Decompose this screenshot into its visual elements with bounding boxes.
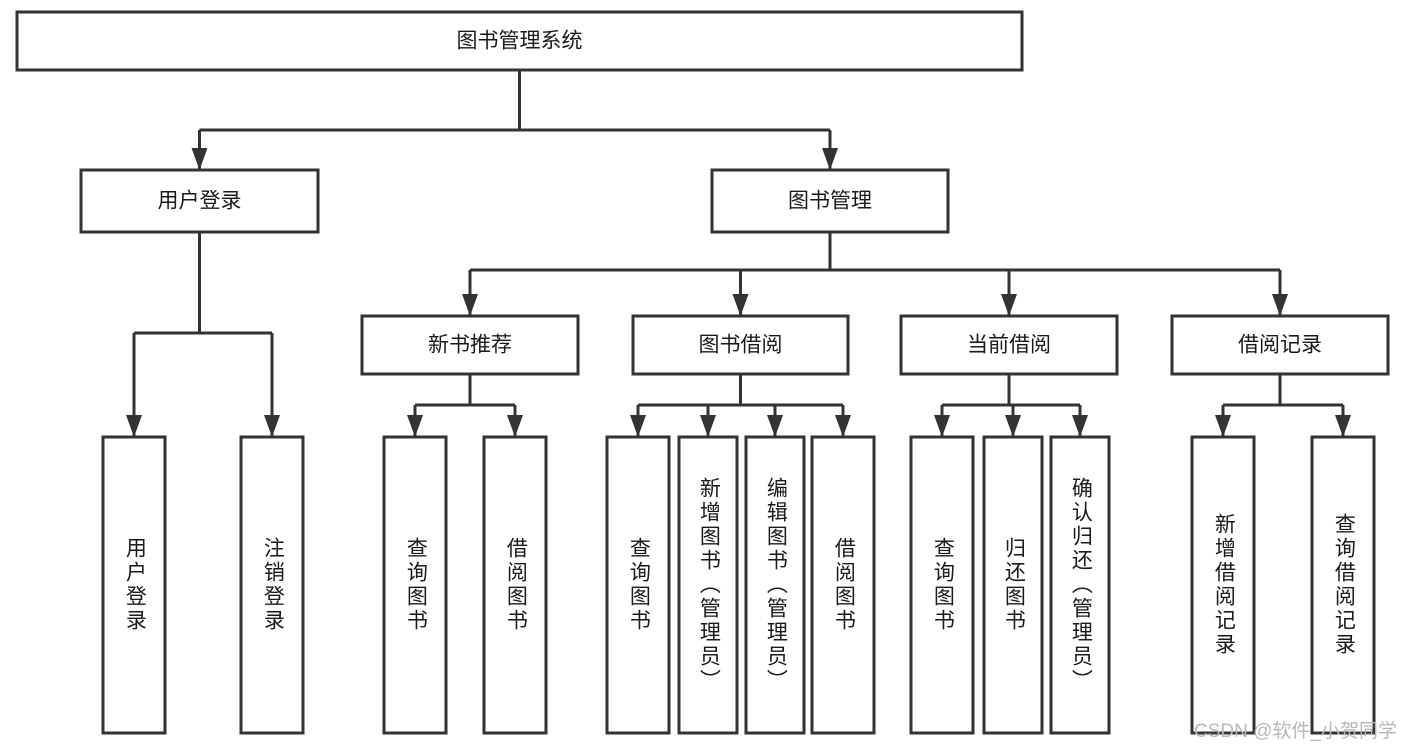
arrow-leaf-return-book [1005, 415, 1021, 437]
node-leaf-logout-login[interactable] [239, 435, 305, 735]
node-label-user-login: 用户登录 [158, 190, 242, 213]
arrow-new-book-recommend [462, 294, 478, 316]
node-current-borrow[interactable] [899, 314, 1119, 376]
arrow-user-login [191, 148, 208, 170]
node-root[interactable] [15, 10, 1024, 72]
node-leaf-borrow-book[interactable] [810, 435, 876, 735]
node-user-login[interactable] [79, 168, 320, 234]
arrow-leaf-add-book-admin [700, 415, 716, 437]
arrow-book-borrow [732, 294, 749, 316]
arrow-leaf-borrow-book [835, 415, 851, 437]
node-label-leaf-query-borrow-record: 查询借阅记录 [1332, 513, 1356, 657]
node-label-borrow-record: 借阅记录 [1238, 334, 1322, 357]
node-new-book-recommend[interactable] [360, 314, 580, 376]
node-label-leaf-query-book-borrow: 查询图书 [627, 537, 651, 633]
node-book-borrow[interactable] [631, 314, 850, 376]
node-label-leaf-add-borrow-record: 新增借阅记录 [1212, 513, 1236, 657]
arrow-leaf-query-book-cur [934, 415, 950, 437]
node-label-leaf-borrow-book-rec: 借阅图书 [504, 537, 528, 633]
arrow-leaf-edit-book-admin [767, 415, 783, 437]
node-leaf-query-book-rec[interactable] [382, 435, 448, 735]
arrow-leaf-borrow-book-rec [507, 415, 523, 437]
node-label-leaf-add-book-admin: 新增图书（管理员） [697, 477, 721, 693]
node-label-leaf-confirm-return-admin: 确认归还（管理员） [1069, 477, 1093, 693]
node-label-book-borrow: 图书借阅 [699, 334, 783, 357]
arrow-leaf-user-login [126, 415, 142, 437]
node-leaf-return-book[interactable] [982, 435, 1044, 735]
node-box-group [15, 10, 1390, 735]
node-leaf-confirm-return-admin[interactable] [1049, 435, 1111, 735]
node-leaf-edit-book-admin[interactable] [744, 435, 806, 735]
node-label-leaf-borrow-book: 借阅图书 [832, 537, 856, 633]
node-leaf-query-borrow-record[interactable] [1310, 435, 1376, 735]
csdn-watermark: CSDN @软件_小贺同学 [1194, 721, 1397, 742]
arrow-leaf-logout-login [264, 415, 280, 437]
node-label-leaf-user-login: 用户登录 [123, 537, 147, 633]
arrow-leaf-query-borrow-record [1335, 415, 1351, 437]
arrow-leaf-query-book-borrow [630, 415, 646, 437]
node-label-book-manage: 图书管理 [788, 190, 872, 213]
arrow-book-manage [822, 148, 838, 170]
node-label-leaf-return-book: 归还图书 [1002, 537, 1026, 633]
node-label-leaf-edit-book-admin: 编辑图书（管理员） [764, 477, 788, 693]
connector-group [126, 70, 1351, 437]
arrow-leaf-query-book-rec [407, 415, 423, 437]
node-label-leaf-logout-login: 注销登录 [261, 537, 285, 633]
node-label-current-borrow: 当前借阅 [967, 334, 1051, 357]
node-leaf-user-login[interactable] [101, 435, 167, 735]
node-book-manage[interactable] [710, 168, 950, 234]
node-label-root: 图书管理系统 [457, 30, 583, 53]
node-label-new-book-recommend: 新书推荐 [428, 334, 512, 357]
arrow-current-borrow [1001, 294, 1017, 316]
arrow-leaf-confirm-return-admin [1072, 415, 1088, 437]
arrow-borrow-record [1272, 294, 1288, 316]
arrow-leaf-add-borrow-record [1215, 415, 1231, 437]
node-label-leaf-query-book-cur: 查询图书 [931, 537, 955, 633]
node-leaf-add-borrow-record[interactable] [1190, 435, 1256, 735]
node-borrow-record[interactable] [1170, 314, 1390, 376]
node-leaf-query-book-borrow[interactable] [605, 435, 671, 735]
node-leaf-borrow-book-rec[interactable] [482, 435, 548, 735]
node-leaf-add-book-admin[interactable] [677, 435, 739, 735]
node-label-leaf-query-book-rec: 查询图书 [404, 537, 428, 633]
node-leaf-query-book-cur[interactable] [909, 435, 975, 735]
